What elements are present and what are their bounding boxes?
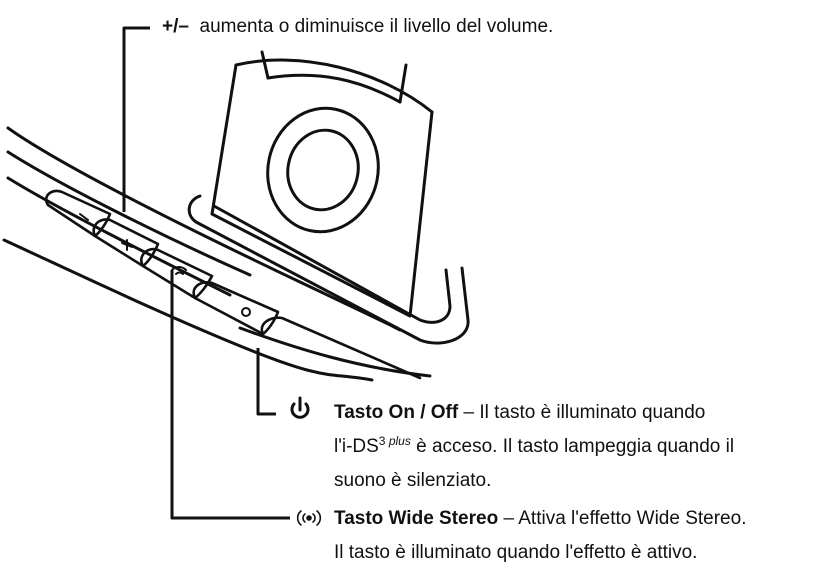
power-leader xyxy=(256,348,276,416)
wide-line-2: Il tasto è illuminato quando l'effetto è… xyxy=(334,542,698,563)
wide-separator: – xyxy=(498,508,519,529)
power-line-1: Il tasto è illuminato quando xyxy=(479,402,706,423)
wide-stereo-icon xyxy=(296,510,322,526)
minus-button xyxy=(44,189,112,238)
wide-leader xyxy=(170,270,290,520)
sup-number: 3 xyxy=(378,434,386,448)
superscript: 3 plus xyxy=(379,434,411,448)
power-icon xyxy=(290,396,310,419)
wide-title: Tasto Wide Stereo xyxy=(334,508,499,529)
power-callout-line-3: suono è silenziato. xyxy=(334,464,491,498)
power-callout-line-2: l'i-DS3 plus è acceso. Il tasto lampeggi… xyxy=(334,430,734,464)
wide-stereo-button xyxy=(140,247,214,300)
sup-word: plus xyxy=(388,434,411,448)
power-callout-line-1: Tasto On / Off – Il tasto è illuminato q… xyxy=(334,396,705,430)
power-line-2-pre: l'i-DS xyxy=(334,436,379,457)
volume-label: +/– xyxy=(162,16,189,37)
power-separator: – xyxy=(458,402,480,423)
wide-callout-line-1: Tasto Wide Stereo – Attiva l'effetto Wid… xyxy=(334,502,746,536)
dock-body xyxy=(2,126,432,382)
volume-leader xyxy=(122,26,150,212)
plus-button xyxy=(92,218,160,268)
wide-callout-line-2: Il tasto è illuminato quando l'effetto è… xyxy=(334,536,697,570)
dock-buttons xyxy=(44,189,422,380)
wide-line-1: Attiva l'effetto Wide Stereo. xyxy=(518,508,747,529)
callout-lines xyxy=(122,26,290,520)
volume-callout: +/– aumenta o diminuisce il livello del … xyxy=(162,10,553,44)
power-button xyxy=(192,281,280,336)
power-line-2-post: è acceso. Il tasto lampeggia quando il xyxy=(410,436,735,457)
power-title: Tasto On / Off xyxy=(334,402,459,423)
volume-description: aumenta o diminuisce il livello del volu… xyxy=(199,16,554,37)
ipod-device xyxy=(210,50,434,318)
power-line-3: suono è silenziato. xyxy=(334,470,492,491)
dock-cradle xyxy=(187,194,470,345)
